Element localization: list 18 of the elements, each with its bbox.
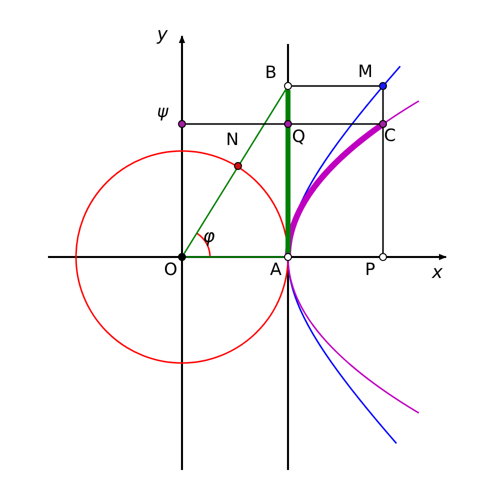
angle-label: φ (203, 228, 215, 246)
point-label: P (365, 262, 376, 279)
point-label: ψ (157, 104, 168, 121)
line-segment (186, 123, 379, 125)
axis-label: y (157, 26, 168, 44)
point-label: N (226, 132, 239, 149)
point-label: B (265, 65, 277, 82)
line-segment (183, 89, 287, 254)
line-segment (382, 90, 384, 253)
point-label: O (164, 262, 178, 279)
line-segment (186, 256, 284, 258)
line-segment (292, 85, 379, 87)
axis-label: x (432, 264, 443, 282)
line-segment (286, 90, 290, 253)
point-label: A (270, 262, 282, 279)
point-label: M (358, 64, 373, 81)
point-label: Q (292, 129, 306, 146)
point-label: C (384, 128, 396, 145)
